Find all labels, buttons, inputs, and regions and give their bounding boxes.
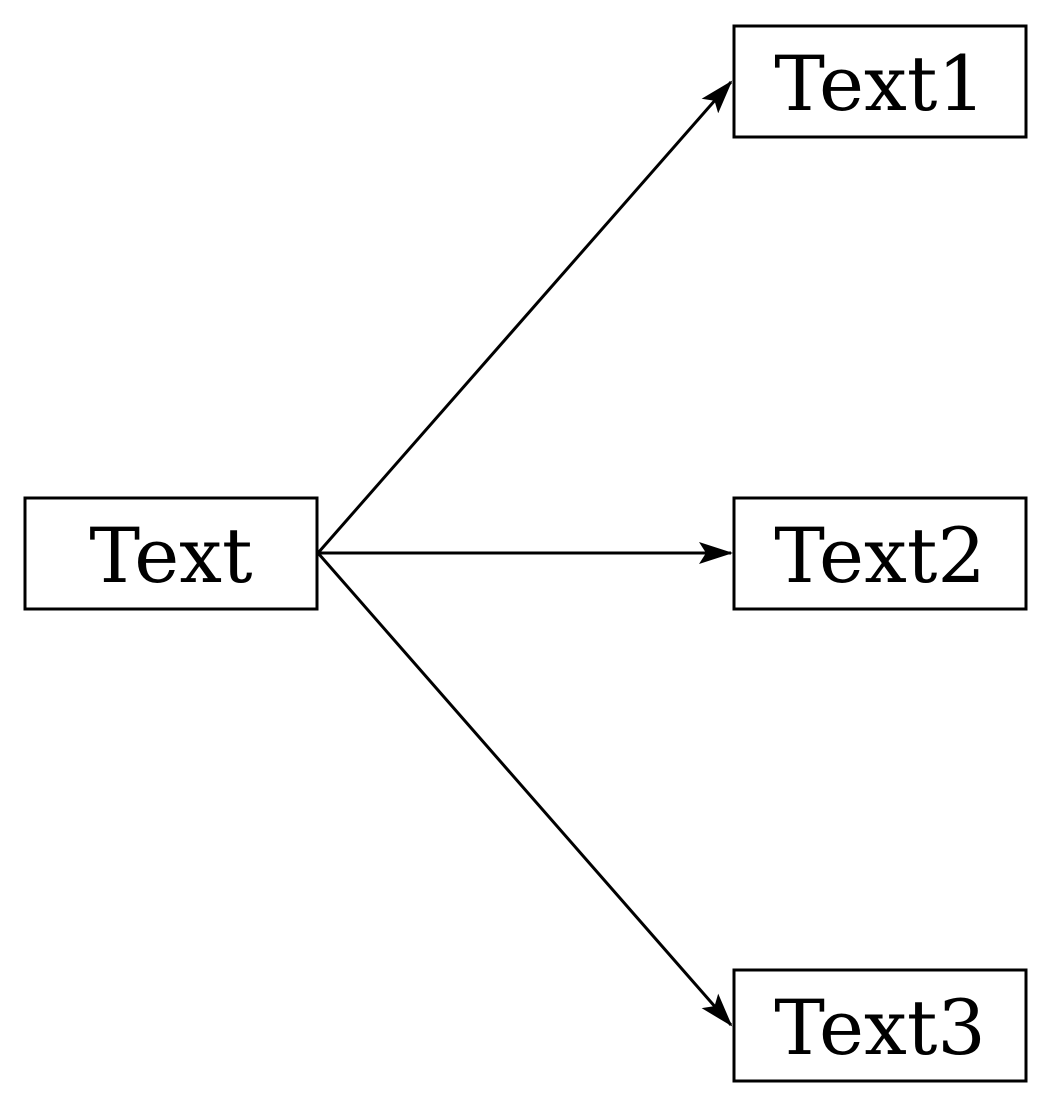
node-target1: Text1 xyxy=(732,24,1028,139)
node-target2-label: Text2 xyxy=(774,511,986,600)
node-target3-label: Text3 xyxy=(774,983,986,1072)
edge-text-to-text3 xyxy=(316,552,733,1027)
node-source-label: Text xyxy=(89,511,252,600)
edge-text-to-text1 xyxy=(316,80,733,554)
node-target3: Text3 xyxy=(732,968,1028,1083)
node-target2: Text2 xyxy=(732,496,1028,611)
node-target3-box xyxy=(732,968,1028,1083)
node-target1-box xyxy=(732,24,1028,139)
node-source: Text xyxy=(23,496,319,611)
node-target2-box xyxy=(732,496,1028,611)
node-target1-label: Text1 xyxy=(774,39,986,128)
node-source-box xyxy=(23,496,319,611)
